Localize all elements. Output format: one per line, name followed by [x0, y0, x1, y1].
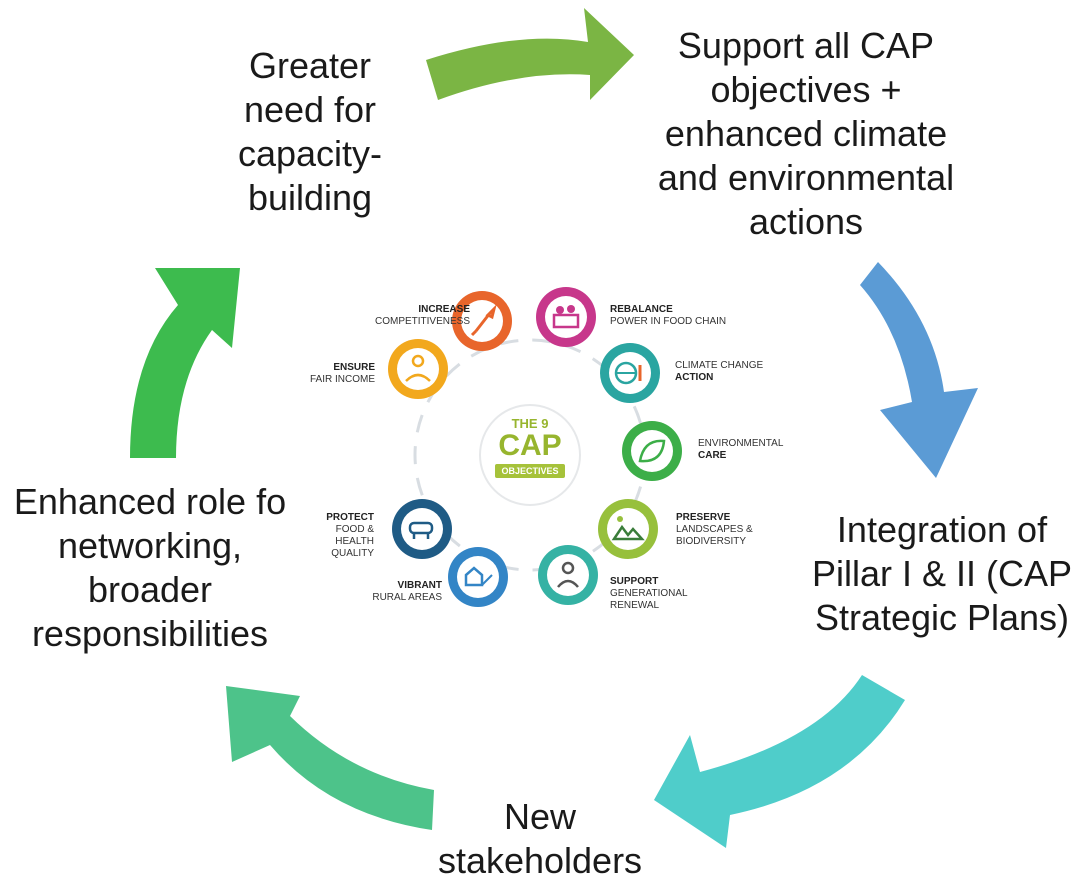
globe-thermometer-icon — [600, 343, 660, 403]
label-line: Support all CAP — [677, 25, 935, 66]
arrow-bottom-left — [226, 686, 434, 830]
arrow-left — [130, 268, 240, 458]
food-basket-icon — [536, 287, 596, 347]
objective-title: PRESERVE — [676, 512, 731, 523]
arrow-top — [426, 8, 634, 100]
objective-rebalance-power: REBALANCE POWER IN FOOD CHAIN — [610, 304, 726, 328]
center-line-1: THE 9 — [511, 416, 549, 431]
objective-subtitle: POWER IN FOOD CHAIN — [610, 316, 727, 327]
objective-title: VIBRANT — [397, 580, 442, 591]
center-badge — [479, 404, 581, 506]
objective-subtitle: FAIR INCOME — [309, 374, 375, 385]
objective-subtitle: ACTION — [675, 372, 714, 383]
label-support-cap-objectives: Support all CAP objectives + enhanced cl… — [636, 24, 976, 244]
rocket-icon — [452, 291, 512, 351]
objective-environmental-care: ENVIRONMENTAL CARE — [698, 438, 783, 462]
label-line: enhanced climate — [664, 113, 948, 154]
objective-subtitle: LANDSCAPES & BIODIVERSITY — [676, 524, 753, 547]
label-line: Integration of — [836, 509, 1048, 550]
arrow-bottom-right — [654, 675, 905, 848]
objective-title: INCREASE — [418, 304, 470, 315]
landscape-icon — [598, 499, 658, 559]
objective-subtitle: RURAL AREAS — [372, 592, 442, 603]
label-line: building — [247, 177, 373, 218]
objective-title: SUPPORT — [610, 576, 659, 587]
young-farmer-icon — [538, 545, 598, 605]
objective-subtitle: GENERATIONAL RENEWAL — [610, 588, 688, 611]
objective-title: ENVIRONMENTAL — [698, 438, 784, 449]
label-line: broader — [87, 569, 213, 610]
label-line: responsibilities — [31, 613, 269, 654]
leaf-icon — [622, 421, 682, 481]
label-line: objectives + — [710, 69, 902, 110]
objective-title: REBALANCE — [610, 304, 673, 315]
label-enhanced-role: Enhanced role fo networking, broader res… — [0, 480, 300, 656]
objective-protect-food-health: PROTECT FOOD & HEALTH QUALITY — [296, 512, 374, 560]
center-title: THE 9 CAP OBJECTIVES — [480, 417, 580, 479]
objective-climate-change-action: CLIMATE CHANGE ACTION — [675, 360, 763, 384]
objective-subtitle: FOOD & HEALTH QUALITY — [331, 524, 374, 559]
center-line-3: OBJECTIVES — [495, 464, 565, 478]
label-line: actions — [748, 201, 864, 242]
objective-subtitle: CARE — [698, 450, 727, 461]
label-new-stakeholders: New stakeholders — [420, 795, 660, 881]
label-line: networking, — [57, 525, 243, 566]
objective-ensure-fair-income: ENSURE FAIR INCOME — [300, 362, 375, 386]
label-line: Pillar I & II (CAP — [811, 553, 1073, 594]
objective-subtitle: COMPETITIVENESS — [374, 316, 470, 327]
cap-objectives-graphic — [388, 287, 682, 607]
farmer-hands-icon — [388, 339, 448, 399]
label-line: Greater — [248, 45, 372, 86]
objective-support-generational-renewal: SUPPORT GENERATIONAL RENEWAL — [610, 576, 692, 612]
label-line: need for — [243, 89, 377, 130]
center-line-2: CAP — [498, 429, 562, 462]
label-line: Strategic Plans) — [814, 597, 1070, 638]
village-icon — [448, 547, 508, 607]
objective-title: CLIMATE CHANGE — [675, 360, 764, 371]
label-line: Enhanced role fo — [13, 481, 287, 522]
objective-title: PROTECT — [326, 512, 374, 523]
objective-title: ENSURE — [333, 362, 375, 373]
label-line: capacity- — [237, 133, 383, 174]
label-line: stakeholders — [437, 840, 643, 881]
label-line: and environmental — [657, 157, 955, 198]
arrow-right — [860, 262, 978, 478]
label-integration-pillars: Integration of Pillar I & II (CAP Strate… — [792, 508, 1084, 640]
cow-icon — [392, 499, 452, 559]
label-capacity-building: Greater need for capacity- building — [210, 44, 410, 220]
label-line: New — [503, 796, 577, 837]
objective-preserve-landscapes: PRESERVE LANDSCAPES & BIODIVERSITY — [676, 512, 758, 548]
objective-vibrant-rural-areas: VIBRANT RURAL AREAS — [360, 580, 442, 604]
objective-increase-competitiveness: INCREASE COMPETITIVENESS — [370, 304, 470, 328]
